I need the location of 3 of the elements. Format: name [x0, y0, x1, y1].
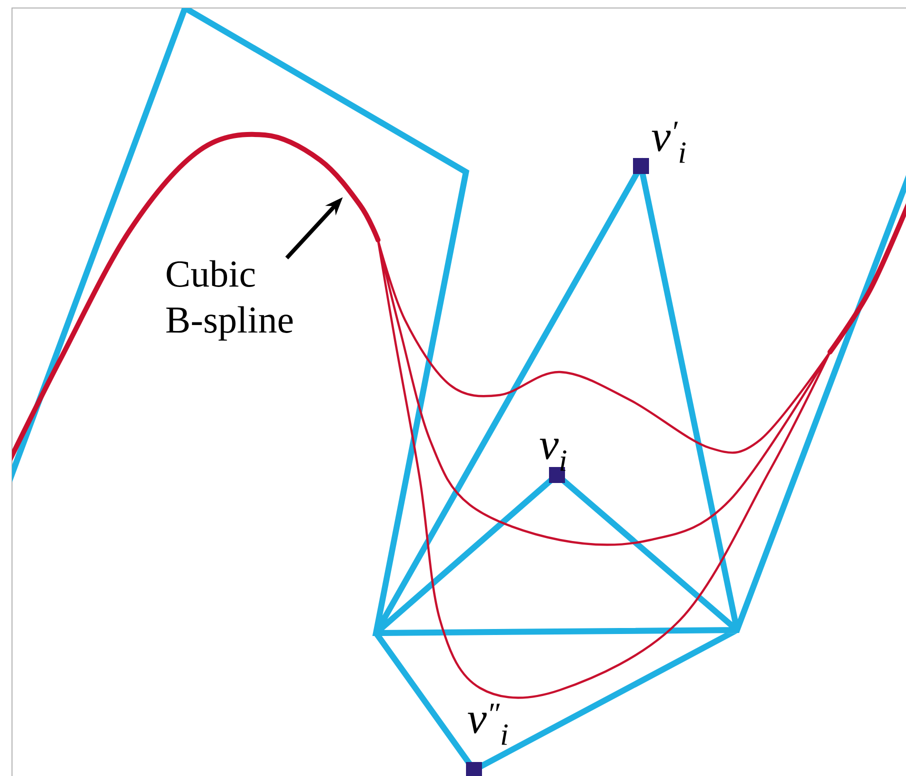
point-label: v$_{i}$	[540, 438, 566, 471]
curve-drawing	[12, 132, 906, 699]
point-label: v$^{′}$i	[652, 122, 686, 163]
